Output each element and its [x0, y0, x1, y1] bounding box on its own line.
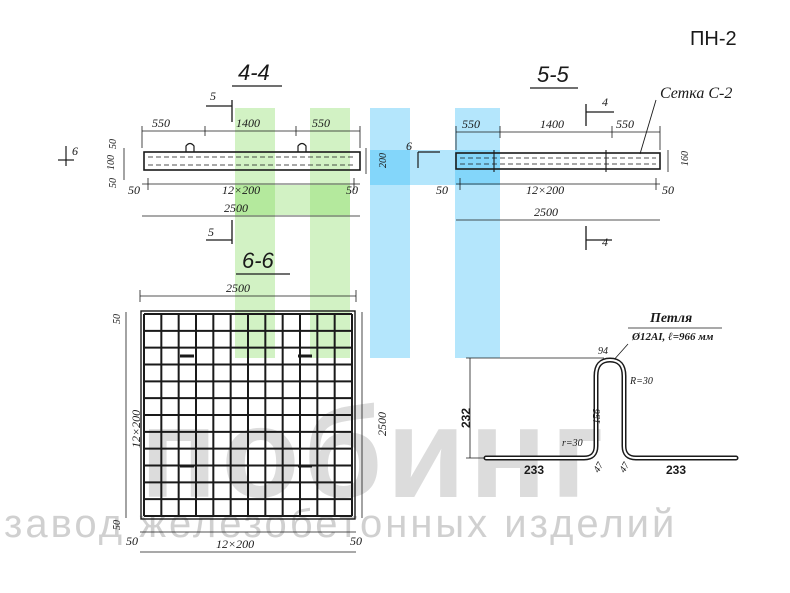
section-6-6: 6-6 2500 50 12×200 50 2500 50 50 12×200 — [112, 248, 389, 553]
loop-spec: Ø12AI, ℓ=966 мм — [631, 331, 714, 343]
loop-inner-height: 156 — [592, 409, 603, 424]
loop-bar — [483, 357, 739, 461]
watermark-caption: завод железобетонных изделий — [4, 502, 678, 546]
loop-detail: Петля Ø12AI, ℓ=966 мм 232 94 R=30 156 r=… — [459, 311, 739, 477]
page-code: ПН-2 — [690, 28, 737, 50]
section-5-5-edge-right: 50 — [662, 183, 674, 197]
mesh-leader — [639, 99, 657, 155]
cut-mark-4-bottom-label: 4 — [602, 235, 608, 249]
section-5-5-dim-right: 550 — [616, 117, 634, 131]
section-5-5-span: 12×200 — [526, 183, 564, 197]
cut-mark-5-top-label: 5 — [210, 89, 216, 103]
cut-mark-4-top-label: 4 — [602, 95, 608, 109]
section-4-4-span: 12×200 — [222, 183, 260, 197]
section-6-6-title: 6-6 — [242, 248, 275, 273]
section-4-4-title: 4-4 — [238, 60, 270, 85]
section-6-6-edge-top: 50 — [112, 314, 123, 324]
section-4-4-dim-mid: 1400 — [236, 116, 260, 130]
section-5-5-slab — [455, 152, 661, 170]
cut-mark-6-left-label: 6 — [72, 144, 78, 158]
cut-mark-6-right-label: 6 — [406, 139, 412, 153]
loop-radius-top: R=30 — [629, 376, 653, 387]
section-4-4-total: 2500 — [224, 201, 248, 215]
loop-title: Петля — [649, 311, 692, 326]
mesh-label: Сетка С-2 — [660, 85, 732, 102]
loop-bar-inner — [485, 359, 737, 459]
section-4-4-side-mark-mid: 100 — [106, 155, 117, 170]
loop-bend-left: 47 — [592, 460, 607, 475]
mesh-border — [140, 310, 356, 520]
loop-leg-right: 233 — [666, 463, 686, 477]
section-6-6-dim-top: 2500 — [226, 281, 250, 295]
section-4-4-dim-left: 550 — [152, 116, 170, 130]
loop-height: 232 — [459, 408, 473, 428]
section-5-5-height: 160 — [680, 151, 691, 166]
section-6-6-dim-bottom: 12×200 — [216, 537, 254, 551]
section-6-6-edge-bottom: 50 — [112, 520, 123, 530]
logo-block-green-bar — [235, 185, 350, 215]
section-4-4-loop-left — [185, 142, 195, 152]
logo-block-blue-bar — [370, 150, 500, 185]
section-5-5: 5-5 Сетка С-2 4 550 1400 550 — [406, 62, 732, 250]
section-4-4-edge-left: 50 — [128, 183, 140, 197]
section-4-4-height: 200 — [378, 153, 389, 168]
watermark-brand: побинг — [140, 382, 608, 525]
loop-top-label: 94 — [598, 346, 608, 357]
section-5-5-edge-left: 50 — [436, 183, 448, 197]
section-4-4-side-mark-bottom: 50 — [108, 178, 119, 188]
section-4-4-slab — [143, 151, 361, 171]
section-6-6-edge-right: 50 — [350, 534, 362, 548]
logo-block-green-left — [235, 108, 275, 358]
section-4-4-side-mark-top: 50 — [108, 139, 119, 149]
section-4-4-loop-right — [297, 142, 307, 152]
logo-block-blue-right — [455, 108, 500, 358]
loop-leg-left: 233 — [524, 463, 544, 477]
section-6-6-dim-left: 12×200 — [129, 410, 143, 448]
section-4-4-edge-right: 50 — [346, 183, 358, 197]
cut-mark-5-bottom-label: 5 — [208, 225, 214, 239]
section-6-6-edge-left: 50 — [126, 534, 138, 548]
section-4-4-dim-right: 550 — [312, 116, 330, 130]
section-5-5-dim-mid: 1400 — [540, 117, 564, 131]
section-5-5-dim-left: 550 — [462, 117, 480, 131]
section-6-6-dim-right: 2500 — [375, 412, 389, 436]
logo-block-blue-left — [370, 108, 410, 358]
loop-radius-bottom: r=30 — [562, 438, 583, 449]
mesh-grid — [140, 310, 356, 520]
loop-bend-right: 47 — [618, 460, 633, 475]
section-5-5-total: 2500 — [534, 205, 558, 219]
section-4-4: 4-4 5 550 1400 550 6 — [58, 60, 389, 244]
section-5-5-title: 5-5 — [537, 62, 570, 87]
